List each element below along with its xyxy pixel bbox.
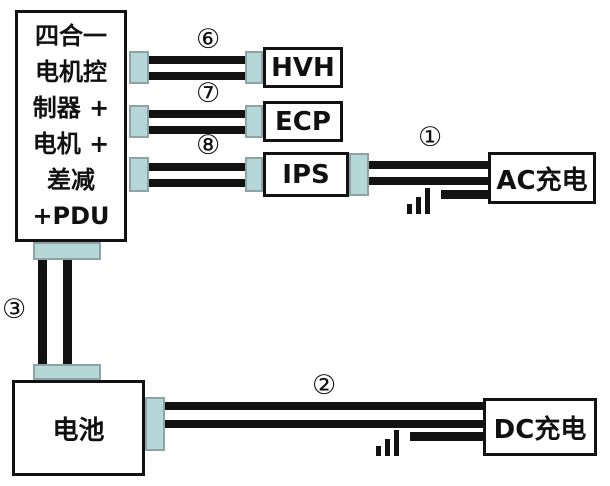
cable-wire [149,163,247,171]
cable-wire [63,260,72,366]
main-unit-label-line: 差减 [47,166,95,194]
connector-block [33,242,101,260]
cable-2-label: ② [312,370,337,401]
connector-block [129,51,149,84]
ground-bar [376,446,381,456]
connector-block [349,153,369,196]
cable-wire [38,260,47,366]
battery-label: 电池 [52,415,105,446]
cable-3-label: ③ [2,294,27,325]
four-in-one-controller-box: 四合一 电机控 制器 + 电机 + 差减 +PDU [15,10,127,242]
cable-8 [149,163,247,187]
hvh-box: HVH [263,47,343,88]
main-unit-label-line: 制器 + [32,94,110,122]
ac-charging-label: AC充电 [496,165,588,196]
ips-box: IPS [263,152,349,197]
connector-block [245,157,263,192]
ground-symbol [376,430,399,456]
cable-wire [369,177,488,185]
ground-bar [416,197,421,214]
cable-1-label: ① [418,122,443,153]
connector-block [245,105,263,138]
cable-wire [165,402,483,410]
cable-7 [149,110,247,134]
cable-wire [149,126,247,134]
dc-charging-label: DC充电 [493,414,587,445]
connector-block [145,397,165,451]
ecp-label: ECP [275,106,331,137]
cable-3 [38,260,72,366]
cable-1-ground-wire [441,190,488,199]
connector-block [129,157,149,192]
connector-block [129,105,149,138]
cable-2 [165,402,483,428]
ac-charging-box: AC充电 [488,152,596,204]
cable-wire [149,72,247,80]
main-unit-label-line: 电机 + [32,130,110,158]
cable-7-label: ⑦ [196,78,221,109]
connector-block [245,51,263,84]
dc-charging-box: DC充电 [483,398,597,456]
ground-symbol [407,188,430,214]
cable-8-label: ⑧ [196,130,221,161]
ecp-box: ECP [263,101,343,142]
hvh-label: HVH [271,52,335,83]
main-unit-label-line: 电机控 [35,58,107,86]
cable-wire [369,161,488,169]
main-unit-label-line: 四合一 [35,22,107,50]
cable-6-label: ⑥ [196,24,221,55]
ground-bar [394,430,399,456]
cable-wire [149,56,247,64]
ground-bar [425,188,430,214]
cable-wire [149,179,247,187]
cable-wire [149,110,247,118]
cable-2-ground-wire [410,432,483,441]
ground-bar [407,204,412,214]
cable-1 [369,161,488,185]
cable-wire [165,420,483,428]
cable-6 [149,56,247,80]
main-unit-label-line: +PDU [32,202,110,230]
battery-box: 电池 [12,380,145,476]
connector-block [33,364,101,380]
ips-label: IPS [282,159,330,190]
ground-bar [385,439,390,456]
